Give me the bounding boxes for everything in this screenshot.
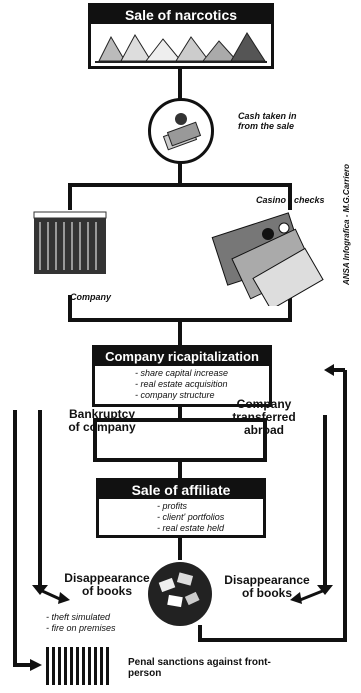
recap-bullet: - share capital increase	[135, 368, 229, 378]
cash-hand-icon	[148, 98, 214, 164]
affiliate-bullet: - real estate held	[157, 523, 225, 533]
affiliate-bullets: - profits - client' portfolios - real es…	[99, 499, 263, 534]
narcotics-bags-illustration	[95, 32, 267, 63]
left-bullets: - theft simulated - fire on premises	[46, 612, 116, 634]
books-icon	[148, 562, 212, 626]
sale-of-affiliate-title: Sale of affiliate	[99, 481, 263, 499]
casino-label: Casino - checks	[256, 195, 325, 205]
company-label: Company	[70, 292, 112, 302]
left-bullet: - fire on premises	[46, 623, 116, 633]
recapitalization-bullets: - share capital increase - real estate a…	[95, 366, 269, 401]
casino-checks-illustration	[198, 206, 328, 306]
disappearance-right-label: Disappearance of books	[224, 573, 310, 600]
recap-bullet: - company structure	[135, 390, 215, 400]
recapitalization-box: Company ricapitalization - share capital…	[92, 345, 272, 407]
sale-of-affiliate-box: Sale of affiliate - profits - client' po…	[96, 478, 266, 538]
sale-of-narcotics-box: Sale of narcotics	[88, 3, 274, 69]
affiliate-bullet: - client' portfolios	[157, 512, 225, 522]
credit-text: ANSA Infografica - M.G.Carriero	[342, 163, 351, 285]
transferred-label: Company transferred abroad	[232, 397, 296, 437]
bankruptcy-label: Bankruptcy of company	[68, 407, 136, 434]
disappearance-left-label: Disappearance of books	[64, 571, 150, 598]
cash-caption: Cash taken in from the sale	[238, 111, 297, 131]
left-bullet: - theft simulated	[46, 612, 111, 622]
recapitalization-title: Company ricapitalization	[95, 348, 269, 366]
penal-label: Penal sanctions against front-person	[128, 657, 271, 679]
affiliate-bullet: - profits	[157, 501, 188, 511]
recap-bullet: - real estate acquisition	[135, 379, 228, 389]
prison-bars-icon	[44, 645, 116, 687]
hand-money-icon	[162, 113, 202, 151]
company-building-icon	[32, 210, 110, 280]
sale-of-narcotics-title: Sale of narcotics	[91, 6, 271, 24]
